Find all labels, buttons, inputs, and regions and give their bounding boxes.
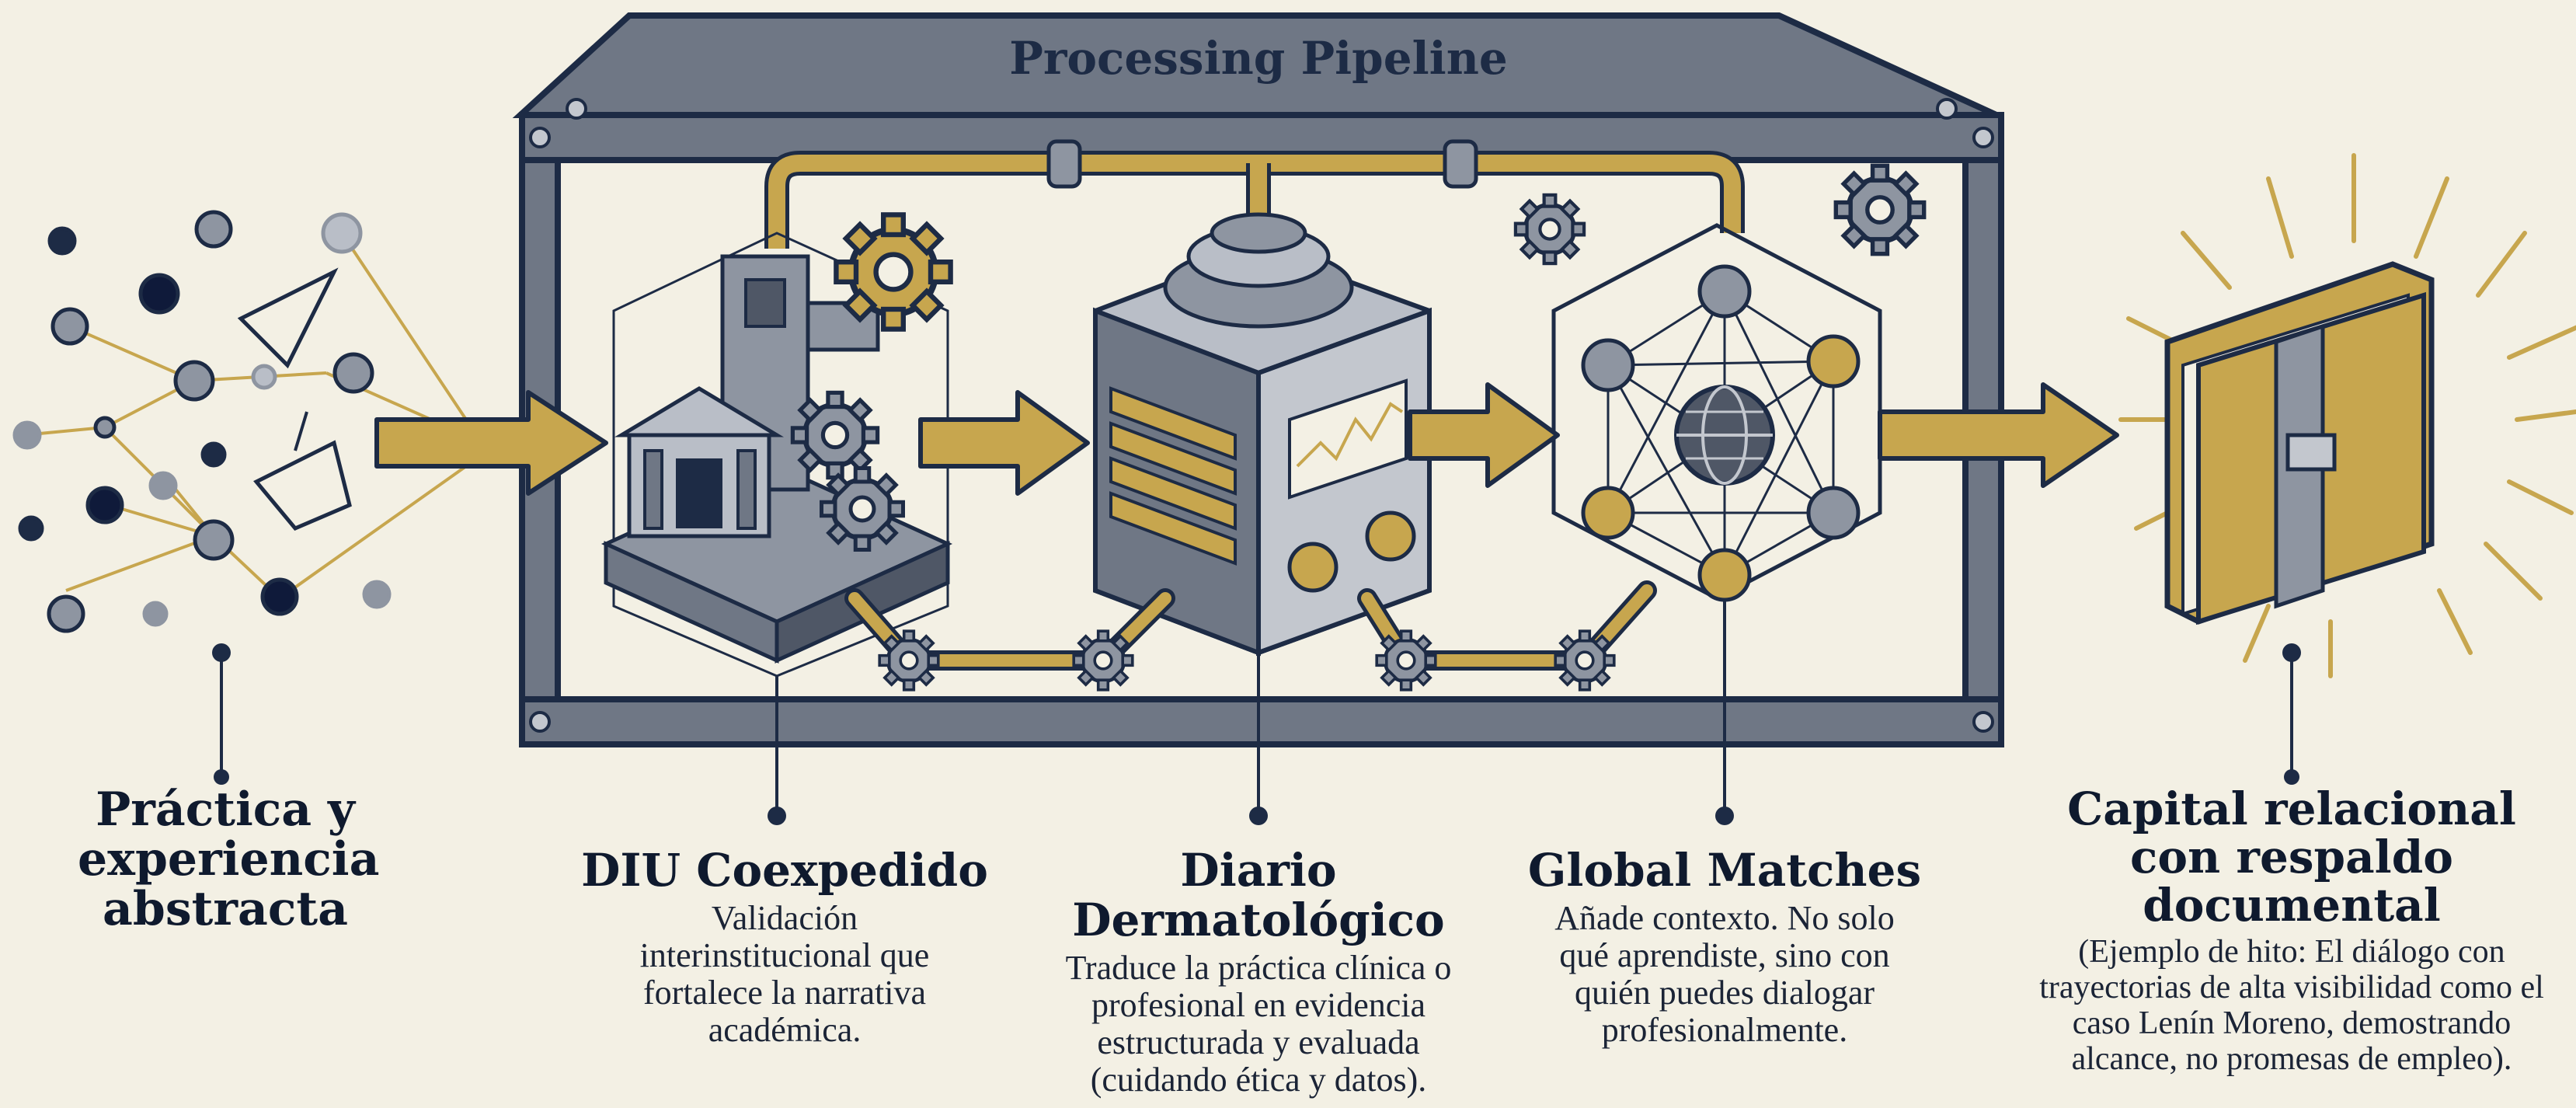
network-globe-icon <box>1516 166 1924 825</box>
input-label: Práctica y experiencia abstracta <box>78 782 380 936</box>
frame-title: Processing Pipeline <box>1009 32 1508 85</box>
stage-description: Traduce la práctica clínica o profesiona… <box>1065 949 1452 1099</box>
stage-diario: Diario Dermatológico Traduce la práctica… <box>1010 845 1507 1099</box>
output-title: Capital relacional con respaldo document… <box>2067 782 2516 932</box>
stage-title: Global Matches <box>1527 844 1922 897</box>
arrow-input <box>374 390 608 496</box>
stage-diu: DIU Coexpedido Validación interinstituci… <box>575 845 994 1049</box>
building-gear-icon <box>600 214 951 825</box>
bottom-linkages <box>844 580 1657 690</box>
output-label-block: Capital relacional con respaldo document… <box>2028 785 2556 1077</box>
stage-description: Validación interinstitucional que fortal… <box>639 899 930 1049</box>
stage-title: DIU Coexpedido <box>581 844 988 897</box>
abstract-network-icon <box>12 210 468 785</box>
input-label-block: Práctica y experiencia abstracta <box>78 782 380 936</box>
journal-machine-icon <box>1093 212 1432 825</box>
glowing-folder-icon <box>2118 153 2576 785</box>
arrow-stage2-3 <box>1408 382 1560 488</box>
stage-title: Diario Dermatológico <box>1072 844 1445 946</box>
flow-arrows <box>374 382 2119 496</box>
output-description: (Ejemplo de hito: El diálogo con trayect… <box>2039 934 2544 1077</box>
stage-description: Añade contexto. No solo qué aprendiste, … <box>1554 899 1895 1049</box>
arrow-output <box>1878 382 2119 488</box>
arrow-stage1-2 <box>918 390 1090 496</box>
pipe-network <box>764 139 1745 249</box>
stage-global-matches: Global Matches Añade contexto. No solo q… <box>1523 845 1927 1049</box>
